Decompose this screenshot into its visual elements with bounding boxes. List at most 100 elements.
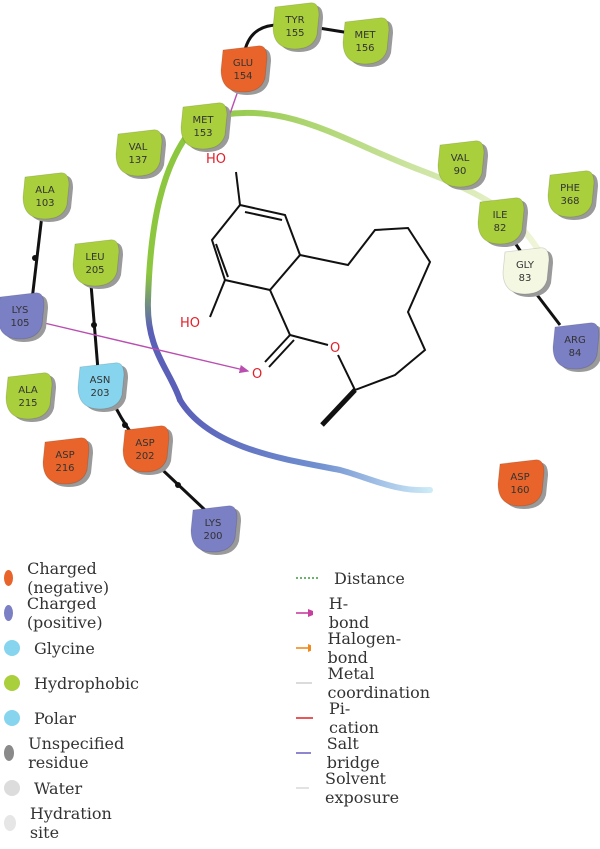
pocket-outline-bottom <box>177 397 433 494</box>
legend-label: Solvent exposure <box>325 769 400 807</box>
residue-number: 215 <box>18 398 37 409</box>
residue-leu205: LEU 205 <box>72 239 123 289</box>
legend-item: Metal coordination <box>296 664 437 702</box>
hbond-lys105 <box>39 321 250 374</box>
ligand <box>209 171 432 427</box>
legend-item: Halogen-bond <box>296 629 408 667</box>
residue-number: 368 <box>560 196 579 207</box>
legend-line-symbol <box>296 682 312 684</box>
legend-swatch <box>4 745 15 761</box>
residue-name: ASP <box>135 438 154 449</box>
legend-label: Pi-cation <box>328 699 379 737</box>
residue-number: 200 <box>203 531 222 542</box>
legend-line-symbol <box>296 787 310 789</box>
legend-swatch <box>4 675 20 691</box>
legend-item: H-bond <box>296 594 374 632</box>
residue-number: 155 <box>285 28 304 39</box>
legend-item: Distance <box>296 566 405 590</box>
residue-name: PHE <box>560 183 580 194</box>
residue-number: 105 <box>10 318 29 329</box>
residue-tyr155: TYR 155 <box>272 2 323 52</box>
legend-swatch <box>4 605 13 621</box>
legend-label: H-bond <box>328 594 370 632</box>
residue-name: LYS <box>12 305 29 316</box>
residue-number: 83 <box>519 273 532 284</box>
atom-ho-left: HO <box>180 316 200 331</box>
legend-label: Halogen-bond <box>327 629 402 667</box>
residue-number: 202 <box>135 451 154 462</box>
residue-name: GLY <box>516 260 535 271</box>
legend-swatch <box>4 570 14 586</box>
residue-number: 203 <box>90 388 109 399</box>
legend-label: Glycine <box>34 638 95 658</box>
residue-number: 137 <box>128 155 147 166</box>
residue-number: 84 <box>569 348 582 359</box>
residue-name: LEU <box>85 252 104 263</box>
residue-name: ILE <box>493 210 508 221</box>
residue-number: 103 <box>35 198 54 209</box>
residue-name: ASN <box>90 375 111 386</box>
residue-name: LYS <box>205 518 222 529</box>
legend-item: Charged (negative) <box>4 559 116 597</box>
legend-item: Charged (positive) <box>4 594 110 632</box>
legend-item: Hydration site <box>4 804 116 842</box>
legend-label: Salt bridge <box>326 734 380 772</box>
residue-asp160: ASP 160 <box>497 459 548 509</box>
residue-arg84: ARG 84 <box>552 322 600 372</box>
legend-label: Charged (positive) <box>26 594 103 632</box>
legend-item: Unspecified residue <box>4 734 130 772</box>
residue-gly83: GLY 83 <box>502 247 553 297</box>
atom-o-carbonyl: O <box>252 367 262 382</box>
legend-swatch <box>4 710 20 726</box>
legend-item: Salt bridge <box>296 734 387 772</box>
residue-number: 205 <box>85 265 104 276</box>
residue-name: GLU <box>233 58 253 69</box>
residue-name: ARG <box>564 335 586 346</box>
residue-name: TYR <box>284 15 304 26</box>
residue-met156: MET 156 <box>342 17 393 67</box>
legend-line-symbol <box>296 577 318 579</box>
residue-name: ALA <box>35 185 55 196</box>
residue-ala103: ALA 103 <box>22 172 73 222</box>
residue-number: 153 <box>193 128 212 139</box>
residue-number: 216 <box>55 463 74 474</box>
legend-item: Pi-cation <box>296 699 384 737</box>
legend-label: Distance <box>334 568 405 588</box>
residue-number: 160 <box>510 485 529 496</box>
legend-label: Unspecified residue <box>28 734 125 772</box>
residue-number: 90 <box>454 166 467 177</box>
residue-name: ASP <box>510 472 529 483</box>
residue-asp202: ASP 202 <box>122 425 173 475</box>
residue-lys200: LYS 200 <box>190 505 241 555</box>
legend-label: Charged (negative) <box>27 559 110 597</box>
legend-label: Polar <box>34 708 77 728</box>
residue-name: MET <box>192 115 214 126</box>
residue-number: 154 <box>233 71 252 82</box>
residue-asn203: ASN 203 <box>77 362 128 412</box>
legend-swatch <box>4 815 16 831</box>
legend-label: Hydrophobic <box>34 673 140 693</box>
legend-item: Solvent exposure <box>296 769 408 807</box>
pocket-outline-left <box>144 117 203 403</box>
atom-o-ester: O <box>330 341 340 356</box>
residue-name: MET <box>354 30 376 41</box>
atom-ho-top: HO <box>206 152 226 167</box>
residue-asp216: ASP 216 <box>42 437 93 487</box>
residue-name: ASP <box>55 450 74 461</box>
legend-label: Hydration site <box>29 804 112 842</box>
legend-line-symbol <box>296 609 313 617</box>
residue-met153: MET 153 <box>180 102 231 152</box>
legend-line-symbol <box>296 752 311 754</box>
legend-swatch <box>4 780 20 796</box>
residue-number: 156 <box>355 43 374 54</box>
legend-line-symbol <box>296 717 313 719</box>
legend-item: Polar <box>4 706 76 730</box>
legend-item: Hydrophobic <box>4 671 139 695</box>
legend-swatch <box>4 640 20 656</box>
